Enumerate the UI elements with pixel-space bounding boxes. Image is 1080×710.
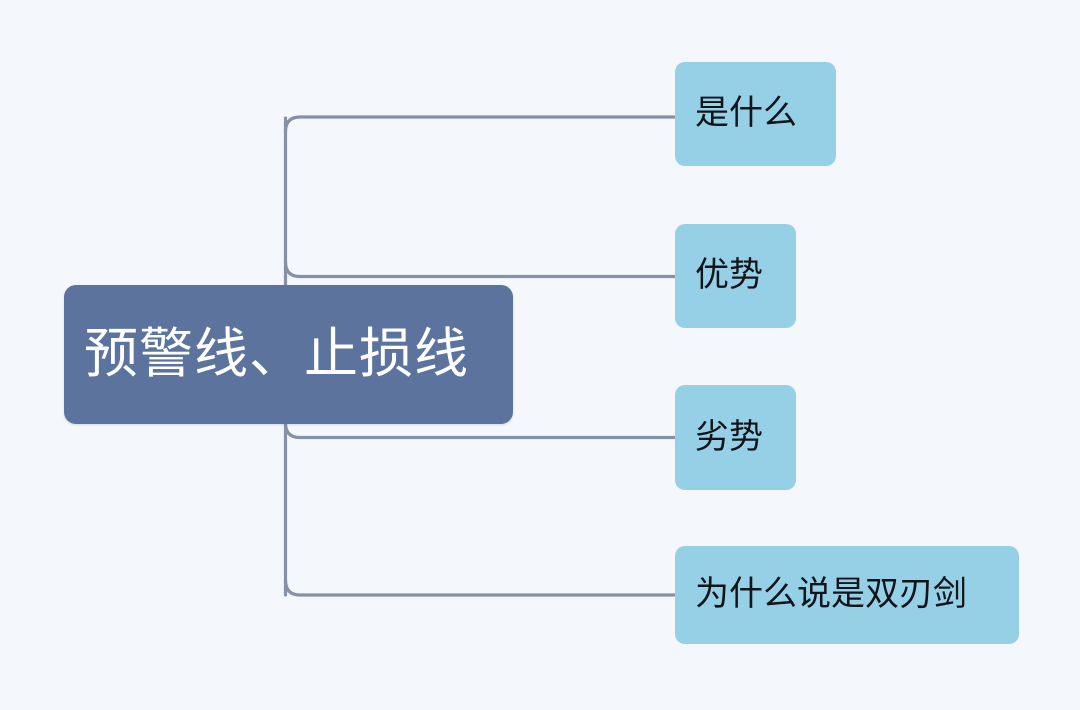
child-node-label-2: 劣势	[695, 417, 763, 456]
mindmap-child-node-3[interactable]: 为什么说是双刃剑	[675, 546, 1019, 644]
connector-branch-1	[283, 260, 676, 279]
mindmap-child-node-1[interactable]: 优势	[675, 224, 796, 328]
mindmap-root-node[interactable]: 预警线、止损线	[64, 285, 513, 424]
mindmap-child-node-2[interactable]: 劣势	[675, 385, 796, 490]
child-node-label-3: 为什么说是双刃剑	[695, 575, 967, 614]
mindmap-child-node-0[interactable]: 是什么	[675, 62, 836, 166]
connector-branch-0	[283, 115, 676, 134]
child-node-label-1: 优势	[695, 256, 763, 295]
connector-branch-2	[283, 421, 676, 440]
connector-branch-3	[283, 578, 676, 597]
child-node-label-0: 是什么	[695, 94, 797, 133]
root-node-label: 预警线、止损线	[84, 323, 469, 384]
